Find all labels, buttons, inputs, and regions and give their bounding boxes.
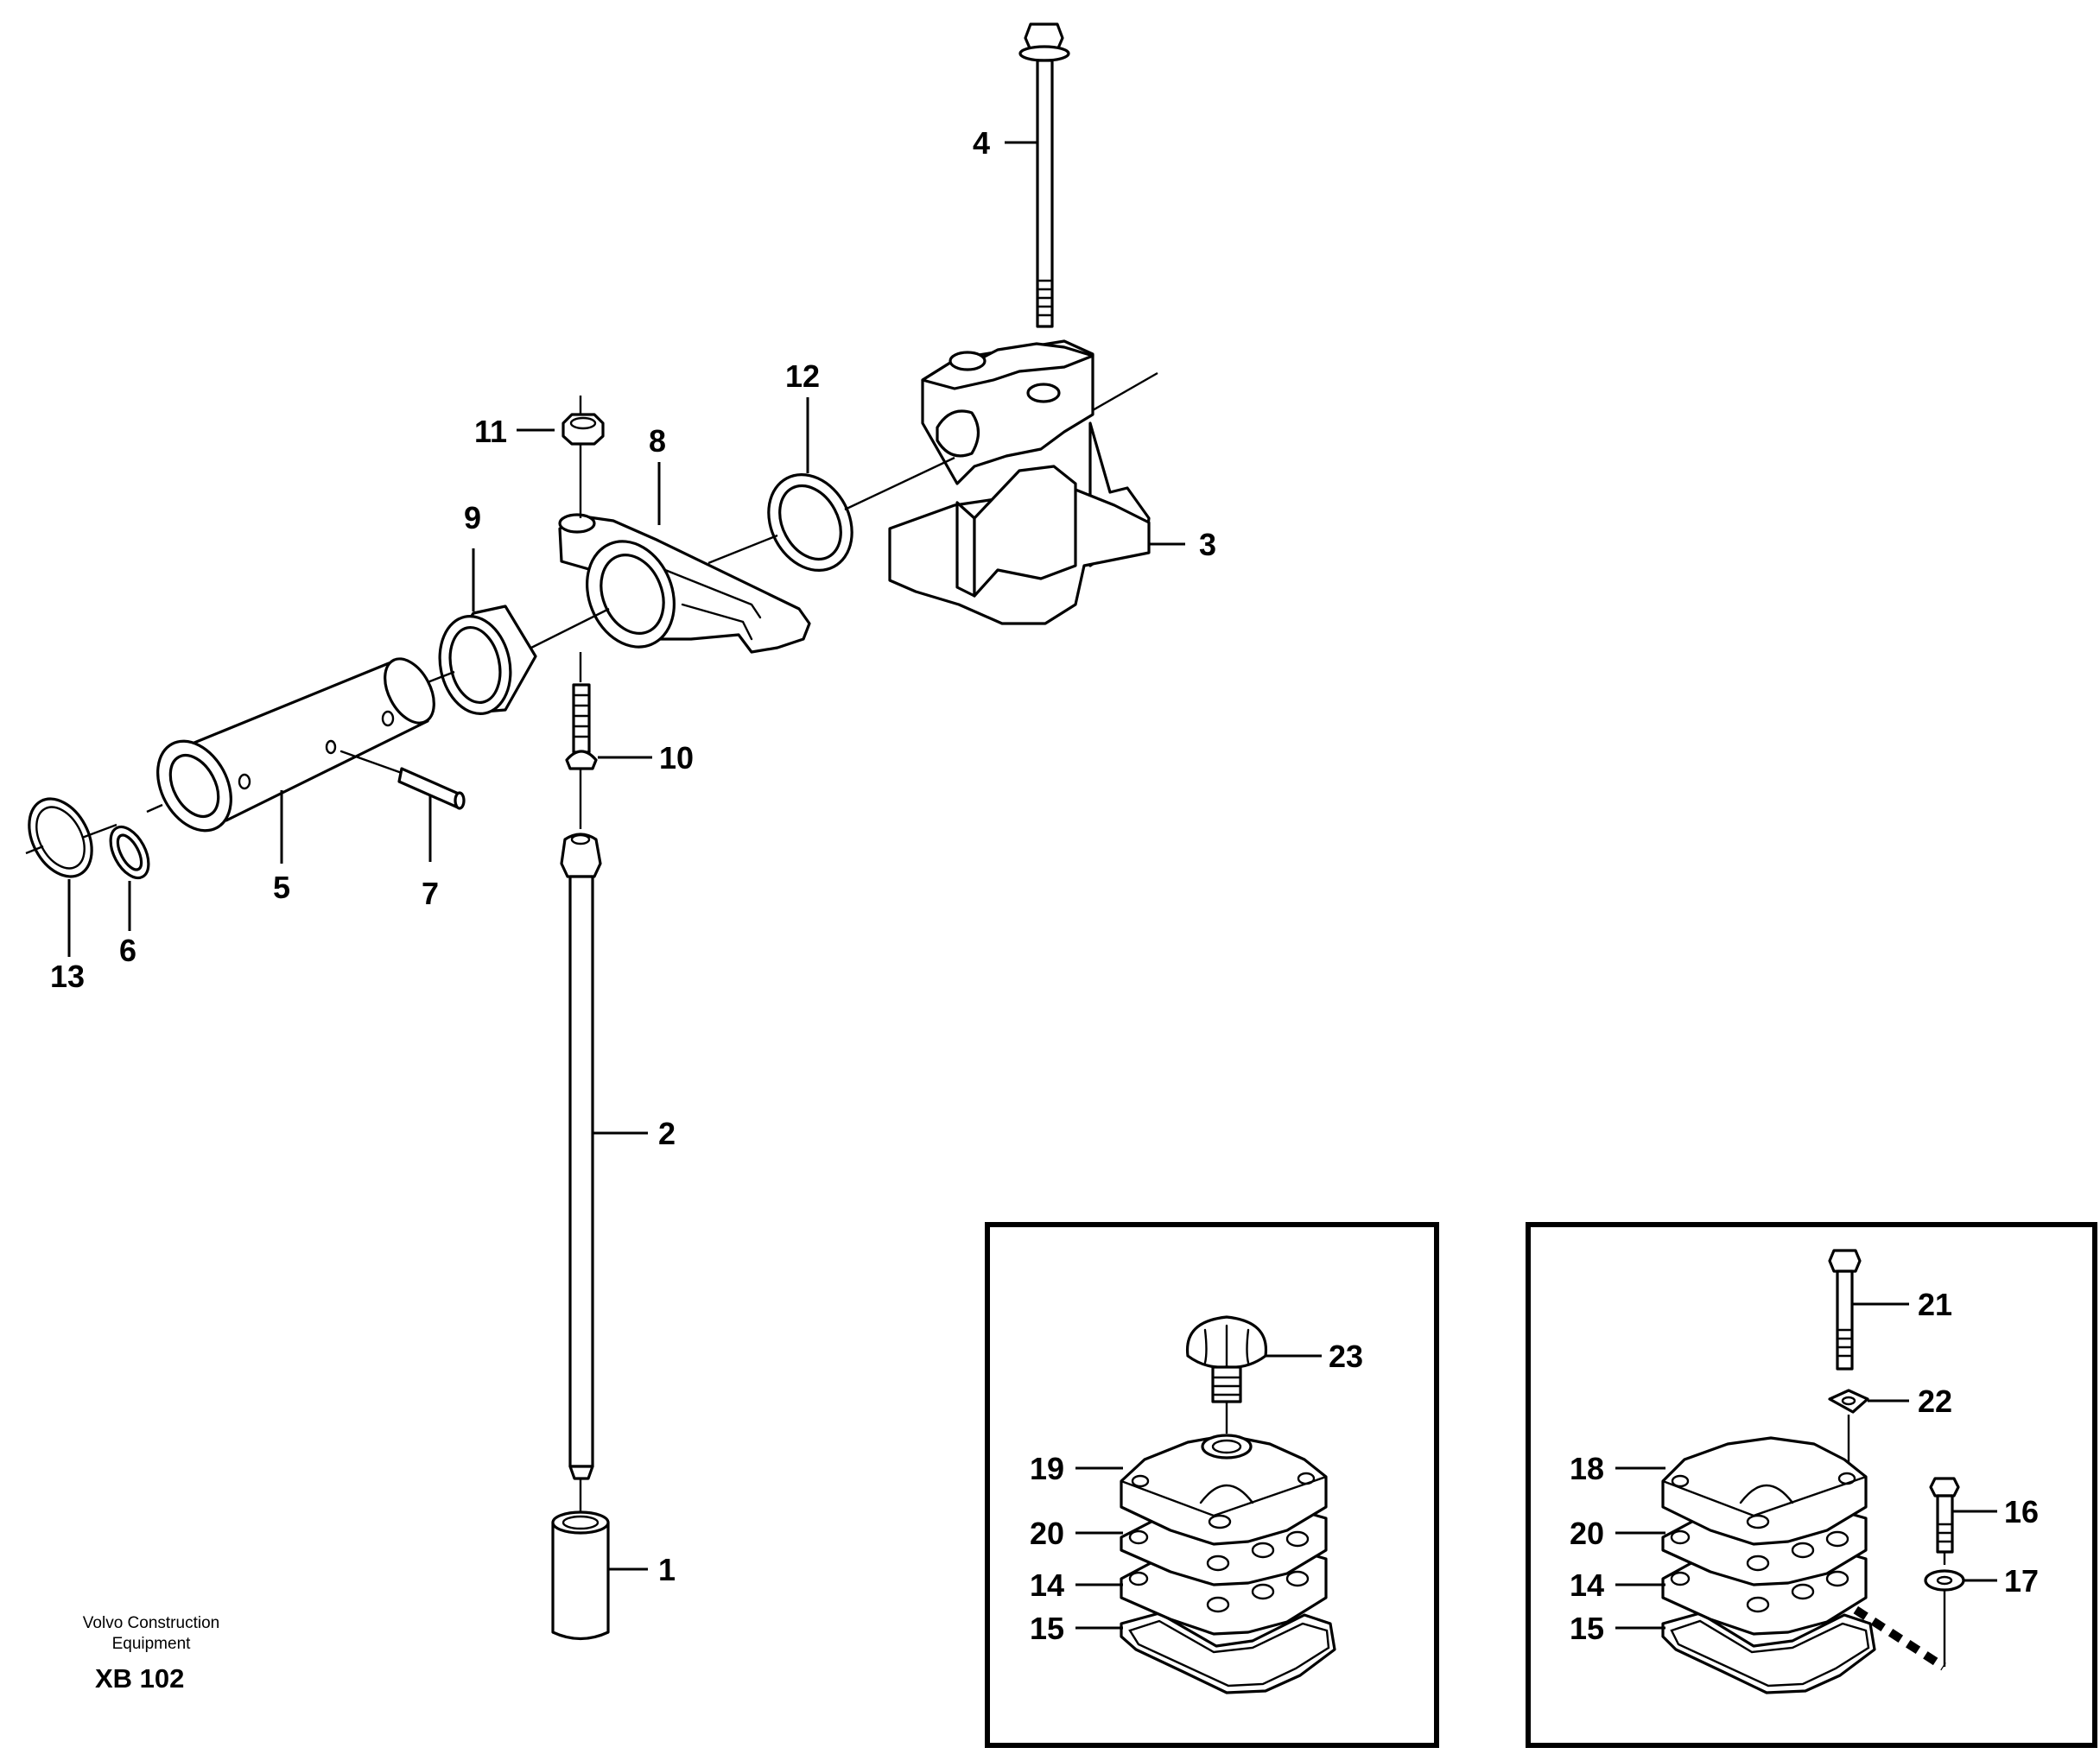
- inset-right-callout-14: 14: [1570, 1567, 1604, 1603]
- callout-3: 3: [1199, 527, 1216, 562]
- inset-right: [1526, 1222, 2097, 1748]
- shaft-centerline: [25, 456, 955, 855]
- callout-8: 8: [649, 423, 666, 459]
- callout-1: 1: [658, 1552, 676, 1587]
- part-3-rocker-bracket: [888, 339, 1158, 625]
- inset-left-callout-23: 23: [1329, 1339, 1363, 1374]
- footer-drawing-code: XB 102: [95, 1663, 185, 1694]
- part-16-bolt: [1929, 1477, 1960, 1565]
- part-9-bushing: [438, 605, 537, 715]
- callout-6: 6: [119, 933, 136, 968]
- inset-left-callout-15: 15: [1030, 1611, 1064, 1646]
- part-15-gasket: [1120, 1612, 1336, 1694]
- inset-left-callout-19: 19: [1030, 1451, 1064, 1486]
- part-11-nut: [561, 396, 605, 518]
- part-6-washer: [109, 825, 150, 880]
- part-1-tappet: [551, 1510, 610, 1641]
- footer-maker-line2: Equipment: [111, 1635, 191, 1653]
- inset-right-callout-22: 22: [1918, 1384, 1952, 1419]
- callout-4: 4: [973, 125, 990, 161]
- part-12-washer: [767, 473, 853, 572]
- part-7-pin: [339, 750, 466, 810]
- inset-right-callout-17: 17: [2004, 1563, 2039, 1599]
- callout-10: 10: [659, 740, 694, 776]
- callout-9: 9: [464, 500, 481, 535]
- part-2-push-rod: [560, 833, 602, 1520]
- inset-left-callout-14: 14: [1030, 1567, 1064, 1603]
- callout-11: 11: [474, 414, 507, 449]
- part-21-bolt: [1828, 1249, 1862, 1371]
- callout-12: 12: [785, 358, 820, 394]
- part-18-cover: [1661, 1436, 1868, 1546]
- part-15-gasket-right: [1661, 1612, 1876, 1694]
- main-leaders: [67, 141, 1185, 1571]
- inset-right-callout-15: 15: [1570, 1611, 1604, 1646]
- part-23-filler-cap: [1185, 1315, 1268, 1434]
- part-4-bolt: [1018, 22, 1070, 328]
- part-8-rocker-arm: [558, 513, 811, 654]
- callout-13: 13: [50, 959, 85, 994]
- callout-2: 2: [658, 1116, 676, 1151]
- callout-5: 5: [273, 870, 290, 905]
- part-19-cover: [1120, 1434, 1328, 1546]
- inset-left: [985, 1222, 1439, 1748]
- part-22-washer: [1828, 1389, 1869, 1485]
- part-13-circlip: [28, 797, 93, 878]
- inset-right-callout-16: 16: [2004, 1494, 2039, 1529]
- part-5-rocker-shaft: [156, 657, 435, 833]
- inset-right-callout-20: 20: [1570, 1516, 1604, 1551]
- inset-left-callout-20: 20: [1030, 1516, 1064, 1551]
- footer-maker-line1: Volvo Construction: [82, 1614, 220, 1632]
- part-10-adjusting-screw: [565, 652, 598, 829]
- footer: Volvo Construction Equipment XB 102: [52, 1613, 251, 1694]
- inset-right-callout-21: 21: [1918, 1287, 1952, 1322]
- inset-right-callout-18: 18: [1570, 1451, 1604, 1486]
- callout-7: 7: [422, 876, 439, 911]
